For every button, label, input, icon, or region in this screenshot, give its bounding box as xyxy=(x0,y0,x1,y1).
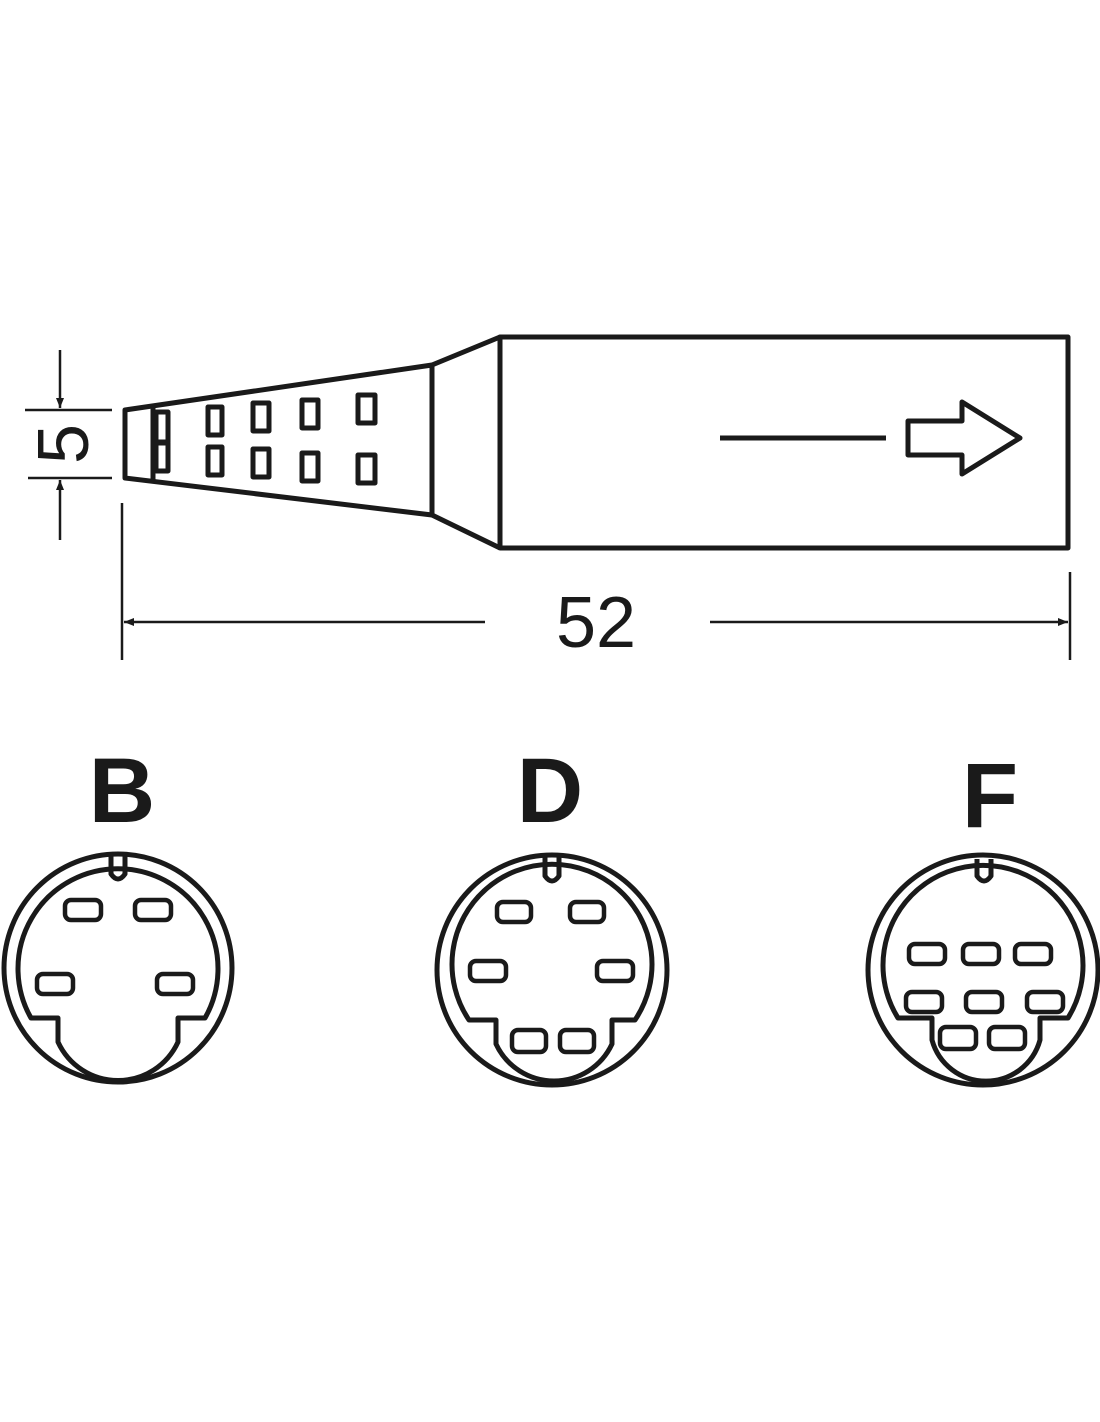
plug-cone xyxy=(430,334,502,551)
connector-d: D xyxy=(434,740,670,1088)
length-label: 52 xyxy=(556,583,636,663)
plug-body xyxy=(497,334,1071,551)
connector-b-label: B xyxy=(89,740,155,842)
connector-f-label: F xyxy=(962,745,1018,847)
connector-d-label: D xyxy=(517,740,583,842)
plug-tip-taper xyxy=(122,362,435,518)
contact-slots xyxy=(153,392,378,486)
length-dimension: 52 xyxy=(120,503,1072,663)
connector-b: B xyxy=(1,740,235,1085)
tip-height-dimension: 5 xyxy=(24,350,112,540)
connector-f: F xyxy=(865,745,1100,1088)
tip-height-label: 5 xyxy=(24,424,104,464)
plug-side-view xyxy=(122,334,1071,551)
direction-arrow-icon xyxy=(720,399,1023,477)
